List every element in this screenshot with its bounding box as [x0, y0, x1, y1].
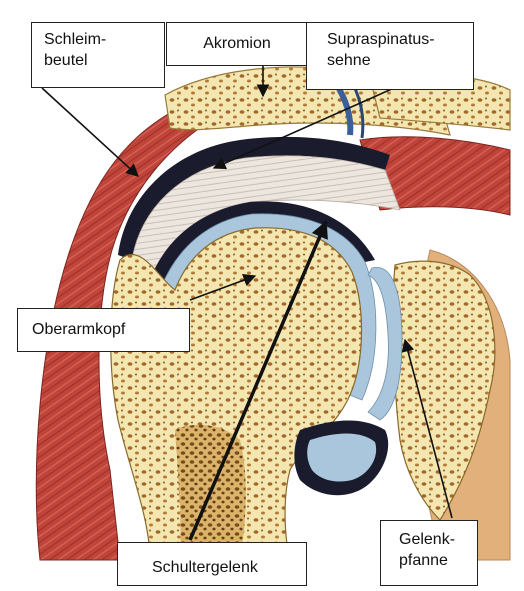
- label-schleimbeutel: Schleim- beutel: [31, 22, 165, 88]
- label-oberarmkopf: Oberarmkopf: [17, 308, 190, 352]
- label-supraspinatussehne: Supraspinatus- sehne: [306, 22, 474, 90]
- label-akromion: Akromion: [166, 22, 308, 66]
- label-gelenkpfanne: Gelenk- pfanne: [380, 520, 478, 586]
- label-schultergelenk: Schultergelenk: [117, 542, 307, 586]
